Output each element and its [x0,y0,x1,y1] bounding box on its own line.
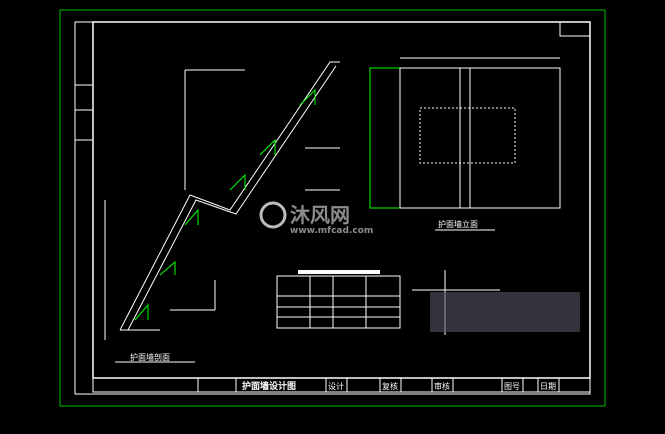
quantity-table [276,270,401,329]
drawing-title: 护面墙设计图 [242,380,296,392]
watermark-logo-icon [259,201,287,229]
section-view [104,61,340,363]
reviewed-label: 审核 [434,381,450,391]
notes [412,270,580,335]
watermark: 沐风网 www.mfcad.com [259,201,373,236]
designed-label: 设计 [328,381,344,391]
elevation-view [369,57,561,231]
watermark-url: www.mfcad.com [290,226,373,236]
section-view-label: 护面墙剖面 [130,352,170,362]
title-block: 护面墙设计图 设计 复核 审核 图号 日期 [92,377,591,393]
watermark-brand: 沐风网 [290,203,350,227]
outer-frame [59,9,606,407]
checked-label: 复核 [382,381,398,391]
elevation-view-label: 护面墙立面 [438,219,478,229]
drawing-no-label: 图号 [504,382,520,391]
date-label: 日期 [540,382,556,391]
